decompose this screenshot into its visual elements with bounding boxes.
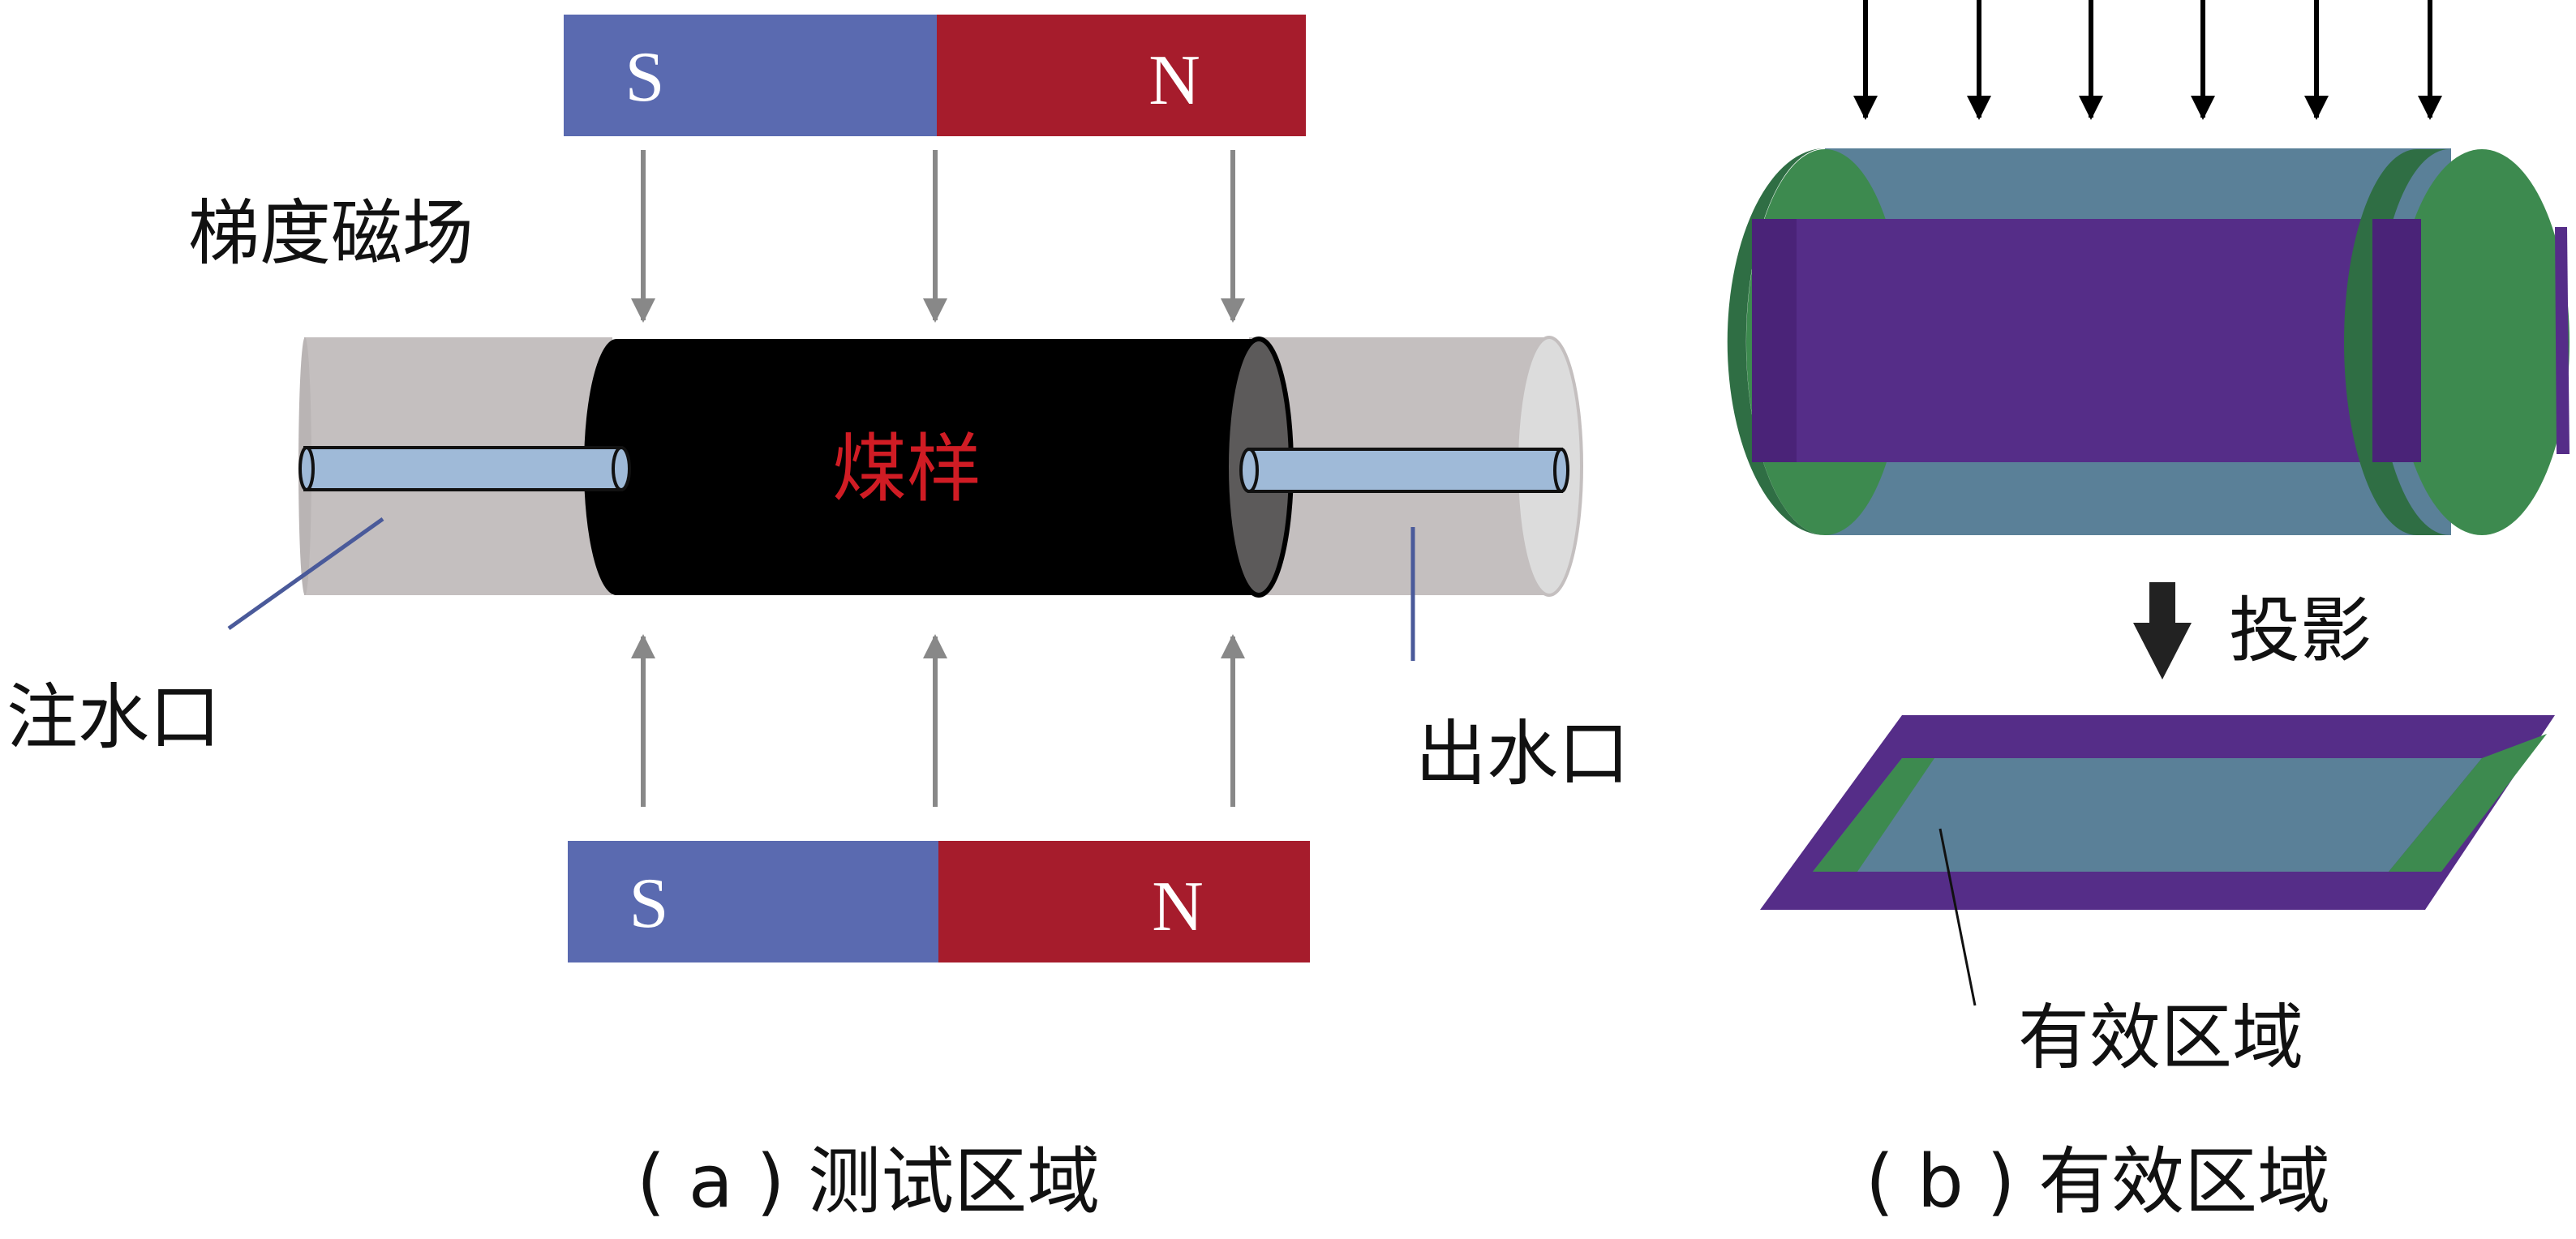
inlet-leader-line [227,517,384,631]
bottom-magnet-n-pole [938,841,1310,962]
coal-sample: 煤样 [584,337,1294,598]
caption-a: ( a ) 测试区域 [637,1139,1100,1224]
bottom-magnet: S N [568,841,1310,962]
cylinder-right-purple-edge [2555,227,2570,454]
coal-sample-body [616,339,1265,595]
projection-arrow-head [2133,623,2192,680]
cylinder-right-shadow [2344,149,2449,535]
inlet-pipe-left-end [298,446,315,491]
inlet-pipe-body [303,446,623,491]
projection-arrows [1853,0,2442,120]
effective-area-label: 有效区域 [2018,996,2303,1079]
cylinder-left-purple-shadow [1752,219,1797,462]
effective-area-leader-line [1938,828,1977,1006]
outlet-label: 出水口 [1415,712,1629,795]
gradient-field-label: 梯度磁场 [188,191,474,275]
top-magnet-s-label: S [625,38,665,117]
projection-label: 投影 [2229,589,2372,672]
bottom-magnet-n-label: N [1152,868,1204,946]
projection-down-arrow [2133,582,2192,680]
top-magnet: S N [564,15,1306,136]
bottom-magnet-s-pole [568,841,938,962]
parallelogram-left-green [1813,758,1934,872]
cylinder-right-purple [2372,219,2421,462]
field-arrows-top [631,150,1245,323]
cylinder-right-end [2394,149,2570,535]
outlet-pipe-body [1247,448,1563,493]
cylinder-purple-band [1752,219,2417,462]
outlet-pipe [1239,448,1569,493]
top-magnet-n-pole [937,15,1306,136]
cylinder-left-shadow [1727,148,1825,535]
parallelogram-inner-steel [1813,758,2482,872]
caption-b: ( b ) 有效区域 [1865,1139,2330,1224]
field-arrows-bottom [631,634,1245,807]
inlet-pipe-right-end [612,446,631,491]
outlet-pipe-right-end [1553,448,1569,493]
inlet-pipe [298,446,631,491]
top-magnet-s-pole [564,15,937,136]
parallelogram-right-green [2389,734,2547,872]
top-magnet-n-label: N [1148,41,1200,120]
projection-arrow-shaft [2149,582,2175,624]
coal-sample-label: 煤样 [832,426,981,512]
inlet-label: 注水口 [6,675,221,759]
effective-area-parallelogram [1760,715,2555,910]
bottom-magnet-s-label: S [629,864,669,943]
panel-a: S N S N 梯度磁场 [6,15,1629,1224]
outlet-pipe-left-end [1239,448,1259,493]
panel-b: 投影 有效区域 ( b ) 有效区域 [1727,0,2570,1224]
effective-cylinder [1727,148,2570,535]
